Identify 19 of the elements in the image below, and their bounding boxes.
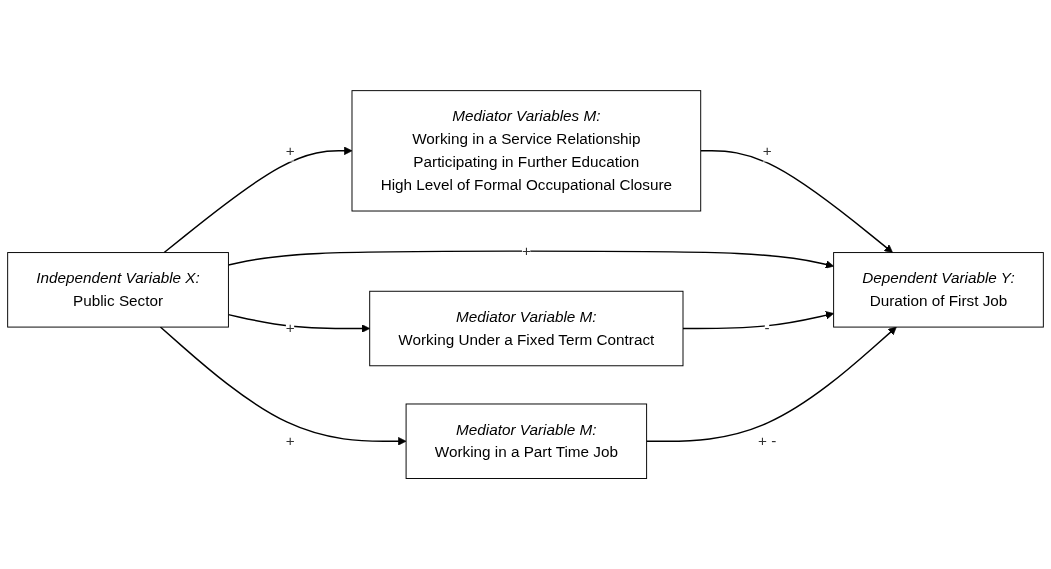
node-box: Independent Variable X: Public Sector: [7, 252, 229, 328]
node-box: Mediator Variables M: Working in a Service Relationship Participating in Further Education High Level of Formal Occupational Closure: [351, 90, 702, 212]
arrow: [700, 150, 893, 253]
edge-label: +: [285, 432, 295, 449]
arrow: [682, 311, 834, 330]
node-box: Mediator Variable M: Working in a Part Time Job: [405, 403, 648, 479]
edge-label: +: [285, 319, 295, 337]
arrow: [163, 146, 353, 254]
edge-label: -: [764, 319, 770, 337]
edge-label: +: [762, 142, 772, 159]
node-box: Dependent Variable Y: Duration of First Job: [833, 252, 1044, 328]
edge-label: + -: [758, 432, 777, 449]
arrow: [159, 326, 407, 446]
node-box: Mediator Variable M: Working Under a Fixed Term Contract: [369, 290, 684, 367]
arrow: [227, 250, 834, 269]
edge-label: +: [521, 242, 531, 259]
edge-label: +: [285, 142, 295, 159]
arrow: [227, 313, 371, 333]
arrow: [645, 326, 897, 442]
